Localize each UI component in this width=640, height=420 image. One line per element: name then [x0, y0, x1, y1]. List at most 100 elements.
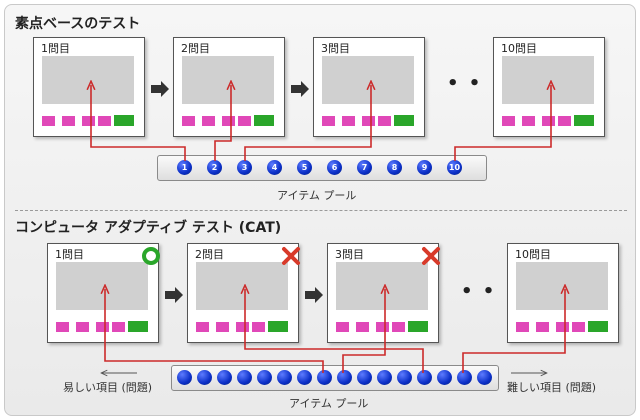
- diagram-frame: 素点ベースのテスト 1問目 2問目 3問目 • • • 10問目: [4, 4, 636, 416]
- pool-item: [437, 370, 452, 385]
- s1-link-2: [214, 85, 231, 161]
- card-label: 1問目: [55, 248, 84, 261]
- answer-option: [56, 322, 69, 332]
- pool-item: [317, 370, 332, 385]
- answer-option: [62, 116, 75, 126]
- answer-option: [96, 322, 109, 332]
- s2-link-1: [105, 289, 324, 373]
- card-label: 10問目: [501, 42, 537, 55]
- circle-correct-icon: [142, 247, 160, 265]
- answer-option: [356, 322, 369, 332]
- ellipsis: • • •: [447, 73, 505, 94]
- pool-item: [417, 370, 432, 385]
- s2-link-3: [342, 289, 385, 373]
- answer-option: [336, 322, 349, 332]
- answer-option: [572, 322, 585, 332]
- submit-block: [268, 321, 288, 332]
- answer-option: [342, 116, 355, 126]
- pool-item: [397, 370, 412, 385]
- question-screen: [42, 56, 134, 104]
- pool-item: [457, 370, 472, 385]
- section1-title: 素点ベースのテスト: [15, 16, 141, 32]
- pool-item: 4: [267, 160, 282, 175]
- arrow-right-icon: [305, 287, 323, 303]
- card-label: 2問目: [195, 248, 224, 261]
- pool-item: 9: [417, 160, 432, 175]
- s1-link-1: [91, 85, 186, 161]
- answer-option: [502, 116, 515, 126]
- s1-link-3: [244, 85, 371, 161]
- answer-option: [558, 116, 571, 126]
- arrow-right-icon: [291, 81, 309, 97]
- answer-option: [522, 116, 535, 126]
- pool-item: 2: [207, 160, 222, 175]
- question-screen: [502, 56, 594, 104]
- answer-option: [556, 322, 569, 332]
- pool-item: 1: [177, 160, 192, 175]
- answer-option: [392, 322, 405, 332]
- s2-next-arrows: [165, 287, 323, 303]
- pool-item: [277, 370, 292, 385]
- answer-option: [378, 116, 391, 126]
- pool-item: [217, 370, 232, 385]
- submit-block: [574, 115, 594, 126]
- answer-option: [236, 322, 249, 332]
- cross-wrong-icon: [282, 247, 300, 265]
- card-label: 10問目: [515, 248, 551, 261]
- answer-option: [112, 322, 125, 332]
- ellipsis: • • •: [461, 281, 519, 302]
- answer-option: [516, 322, 529, 332]
- answer-option: [252, 322, 265, 332]
- s2-link-2: [245, 289, 424, 373]
- s1-link-10: [454, 85, 551, 161]
- submit-block: [254, 115, 274, 126]
- pool-item: [337, 370, 352, 385]
- pool-item: [377, 370, 392, 385]
- pool-item: [237, 370, 252, 385]
- answer-option: [182, 116, 195, 126]
- card-label: 1問目: [41, 42, 70, 55]
- pool-item: [477, 370, 492, 385]
- submit-block: [114, 115, 134, 126]
- answer-option: [322, 116, 335, 126]
- cross-wrong-icon: [422, 247, 440, 265]
- pool-item: 3: [237, 160, 252, 175]
- s1-next-arrows: [151, 81, 309, 97]
- section-divider: [15, 210, 627, 211]
- question-screen: [182, 56, 274, 104]
- card-label: 2問目: [181, 42, 210, 55]
- answer-option: [536, 322, 549, 332]
- answer-option: [542, 116, 555, 126]
- answer-option: [98, 116, 111, 126]
- pool-item: 10: [447, 160, 462, 175]
- hard-items-label: 難しい項目 (問題): [507, 381, 597, 394]
- answer-option: [202, 116, 215, 126]
- section2-title: コンピュータ アダプティブ テスト (CAT): [15, 220, 282, 236]
- answer-option: [76, 322, 89, 332]
- card-label: 3問目: [335, 248, 364, 261]
- pool-item: 7: [357, 160, 372, 175]
- pool-item: [357, 370, 372, 385]
- easy-items-label: 易しい項目 (問題): [63, 381, 153, 394]
- pool-item: 8: [387, 160, 402, 175]
- s2-card-1: 1問目: [47, 243, 159, 343]
- s2-pool-label: アイテム プール: [289, 397, 369, 410]
- submit-block: [128, 321, 148, 332]
- answer-option: [42, 116, 55, 126]
- arrow-right-icon: [151, 81, 169, 97]
- answer-option: [376, 322, 389, 332]
- answer-option: [216, 322, 229, 332]
- s1-pool-label: アイテム プール: [277, 189, 357, 202]
- s2-link-10: [462, 289, 565, 373]
- pool-item: 6: [327, 160, 342, 175]
- pool-item: 5: [297, 160, 312, 175]
- connector-overlay: [5, 5, 635, 415]
- answer-option: [196, 322, 209, 332]
- answer-option: [238, 116, 251, 126]
- submit-block: [394, 115, 414, 126]
- answer-option: [222, 116, 235, 126]
- arrow-right-icon: [165, 287, 183, 303]
- submit-block: [408, 321, 428, 332]
- card-label: 3問目: [321, 42, 350, 55]
- pool-item: [297, 370, 312, 385]
